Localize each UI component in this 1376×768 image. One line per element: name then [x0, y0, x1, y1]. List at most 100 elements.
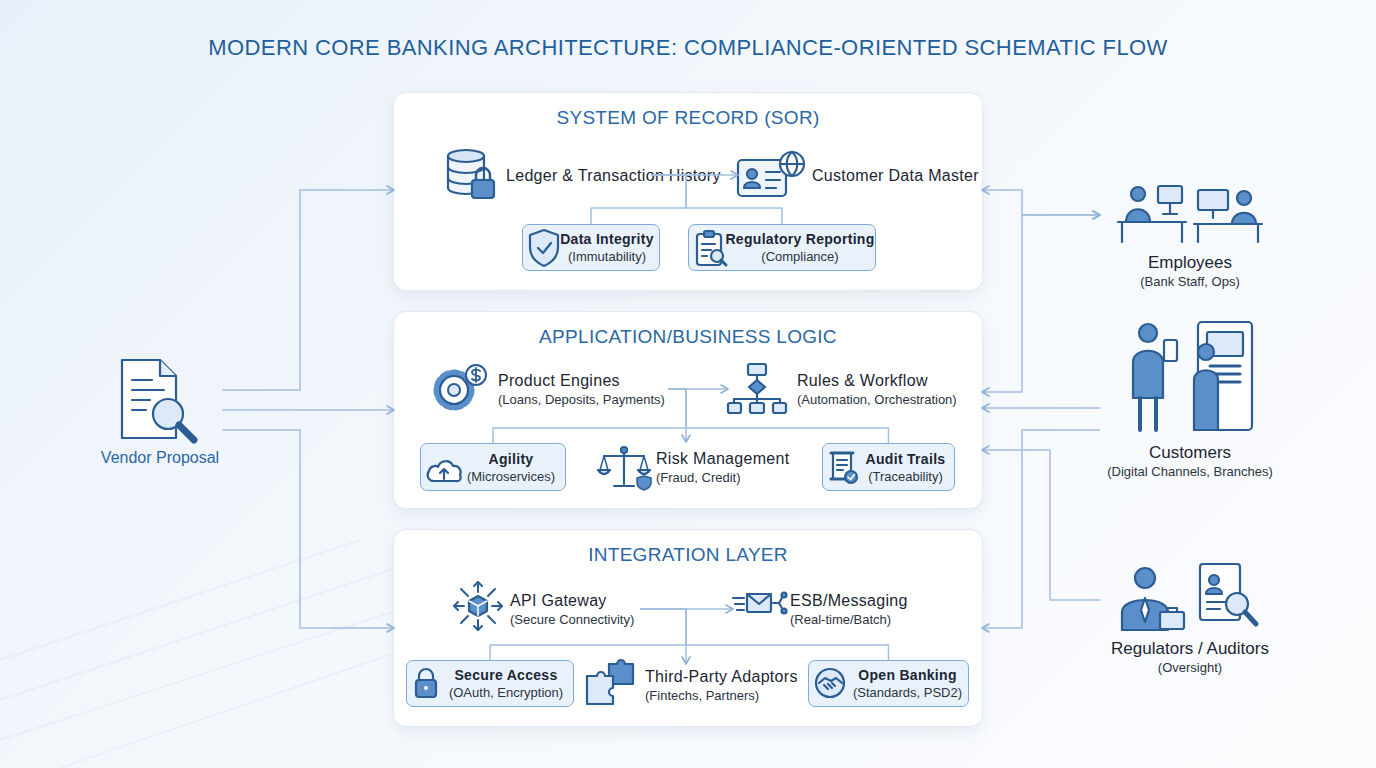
component-item: API Gateway(Secure Connectivity) [455, 586, 640, 632]
layer-panel: APPLICATION/BUSINESS LOGIC Product Engine… [394, 312, 982, 508]
icon-part [845, 471, 857, 483]
icon-part [782, 609, 787, 614]
icon-part [1160, 612, 1184, 629]
handshake-icon [816, 669, 844, 697]
flow-connector [982, 190, 1100, 215]
database-icon [448, 150, 494, 198]
icon-part [587, 672, 613, 704]
icon-part [721, 260, 726, 265]
flow-connector [982, 407, 1100, 409]
icon-part [416, 680, 436, 697]
flow-connector [982, 430, 1100, 628]
node-heading: SYSTEM OF RECORD (SOR) [394, 107, 982, 129]
icon-part [448, 156, 484, 194]
icon-part [538, 243, 551, 253]
icon-part [756, 375, 758, 380]
flow-connector [982, 215, 1100, 392]
icon-part [1194, 370, 1218, 430]
component-item: Third-Party Adaptors(Fintechs, Partners) [585, 664, 803, 706]
text-group: Product Engines(Loans, Deposits, Payment… [432, 366, 668, 412]
icon-part [454, 582, 502, 630]
icon-part [738, 160, 786, 196]
icon-part [773, 596, 783, 610]
node-subtext: (Oversight) [1158, 659, 1222, 676]
employees-icon [1118, 186, 1262, 242]
node-subtext: (Traceability) [868, 468, 943, 485]
text-group: APPLICATION/BUSINESS LOGIC [394, 326, 982, 348]
node-subtext: (Standards, PSD2) [853, 684, 962, 701]
icon-part [831, 453, 853, 479]
scroll-icon [831, 453, 857, 483]
icon-part [132, 380, 164, 410]
layer-panel: SYSTEM OF RECORD (SOR) Ledger & Transacti… [394, 93, 982, 290]
component-item: Risk Management(Fraud, Credit) [597, 442, 792, 492]
lock-icon [416, 669, 436, 697]
icon-part [1210, 366, 1240, 382]
envelope-icon [733, 593, 787, 614]
node-subtext: (Immutability) [568, 248, 646, 265]
icon-part [476, 168, 490, 180]
node-heading: API Gateway [510, 590, 607, 611]
flow-connector [222, 409, 394, 411]
node-heading: Open Banking [858, 666, 957, 684]
connector-group [222, 175, 1100, 664]
icon-part [472, 180, 494, 198]
node-subtext: (Digital Channels, Branches) [1107, 463, 1272, 480]
icon-part [598, 470, 610, 474]
text-group: ESB/Messaging(Real-time/Batch) [733, 586, 913, 632]
node-heading: ESB/Messaging [790, 590, 908, 611]
icon-part [1212, 210, 1214, 218]
icon-part [1140, 398, 1156, 430]
icon-part [1207, 332, 1243, 356]
node-heading: Audit Trails [866, 450, 946, 468]
icon-part [638, 470, 650, 474]
icon-part [1126, 209, 1150, 222]
node-heading: Risk Management [656, 448, 789, 469]
flow-connector [640, 609, 889, 660]
flow-connector [222, 190, 394, 390]
feature-badge: Audit Trails(Traceability) [822, 443, 955, 491]
text-group: Customer Data Master [738, 150, 942, 200]
node-subtext: (Bank Staff, Ops) [1140, 273, 1239, 290]
text-group: Agility(Microservices) [421, 444, 565, 490]
node-subtext: (OAuth, Encryption) [449, 684, 563, 701]
icon-part [1163, 203, 1177, 214]
text-group: Secure Access(OAuth, Encryption) [407, 661, 573, 706]
flow-connector [668, 389, 889, 443]
flow-connector [490, 609, 686, 660]
icon-part [1167, 608, 1177, 612]
icon-part [747, 169, 757, 179]
icon-part [833, 453, 851, 479]
component-item: Ledger & Transaction History [446, 150, 651, 200]
icon-part [122, 360, 176, 438]
actor-group: Regulators / Auditors(Oversight) [1100, 556, 1280, 676]
text-group: Third-Party Adaptors(Fintechs, Partners) [585, 664, 803, 706]
icon-part [1209, 575, 1219, 585]
flow-connector [668, 388, 728, 390]
icon-part [734, 394, 780, 403]
node-heading: APPLICATION/BUSINESS LOGIC [394, 326, 982, 348]
flow-connector [651, 174, 738, 176]
icon-part [1232, 213, 1256, 224]
icon-part [609, 660, 633, 684]
shield-icon [530, 230, 558, 266]
icon-part [780, 152, 804, 176]
clipboard-icon [697, 231, 726, 265]
icon-part [816, 669, 844, 697]
icon-part [1198, 322, 1252, 430]
icon-part [848, 475, 855, 480]
icon-part [837, 460, 847, 470]
icon-part [600, 456, 648, 470]
icon-part [728, 403, 741, 413]
source-document: Vendor Proposal [98, 350, 222, 470]
id-card-icon [738, 152, 804, 196]
node-heading: Vendor Proposal [101, 448, 219, 470]
text-group: Rules & Workflow(Automation, Orchestrati… [728, 366, 964, 412]
feature-badge: Agility(Microservices) [420, 443, 566, 491]
icon-part [469, 596, 487, 616]
node-heading: Rules & Workflow [797, 370, 928, 391]
icon-part [1194, 224, 1262, 242]
icon-part [748, 364, 766, 375]
node-subtext: (Secure Connectivity) [510, 611, 634, 628]
